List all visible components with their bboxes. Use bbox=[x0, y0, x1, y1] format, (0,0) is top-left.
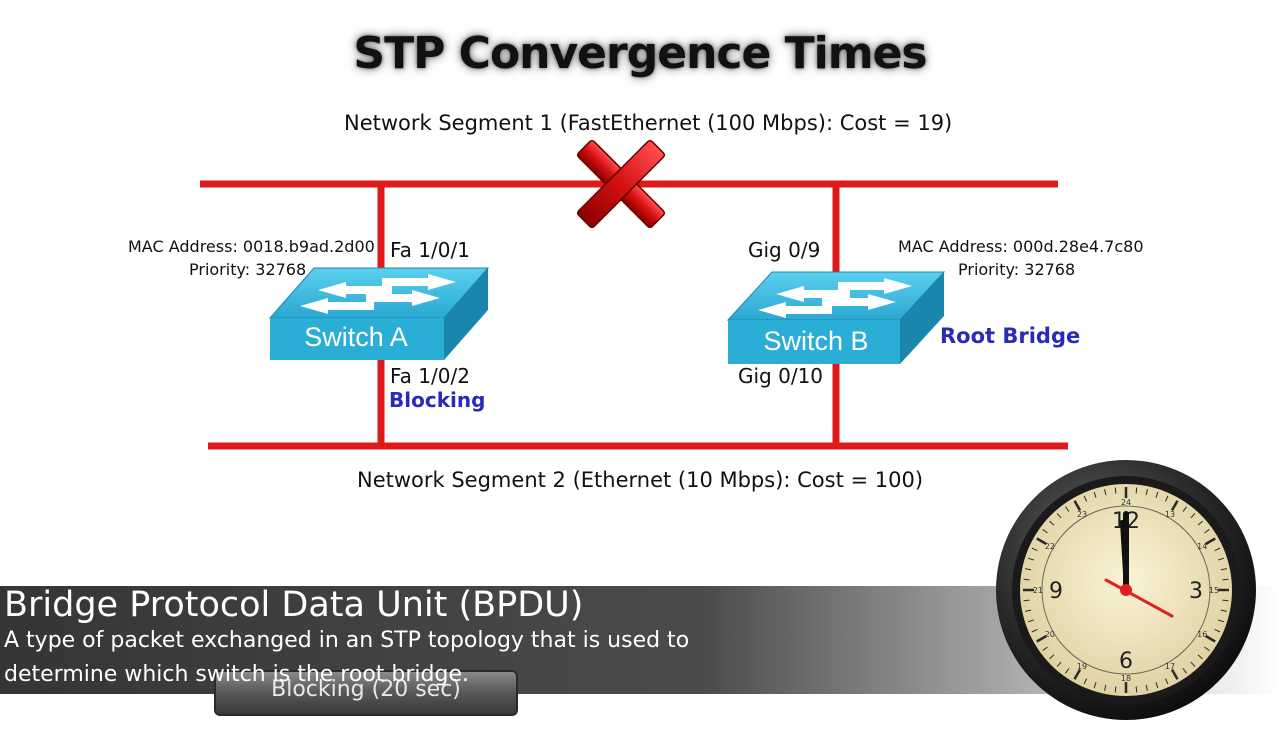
clock-tick bbox=[1036, 537, 1047, 546]
clock-tick bbox=[1042, 646, 1048, 651]
clock-tick bbox=[1220, 609, 1227, 612]
clock-tick bbox=[1114, 487, 1117, 494]
clock-tick bbox=[1114, 686, 1117, 693]
switch-b-name: Switch B bbox=[763, 326, 868, 356]
clock-outer-numeral: 16 bbox=[1197, 630, 1207, 639]
clock-outer-numeral: 20 bbox=[1045, 630, 1055, 639]
caption-title: Bridge Protocol Data Unit (BPDU) bbox=[4, 585, 584, 625]
clock-tick bbox=[1065, 668, 1070, 674]
clock-tick bbox=[1042, 529, 1048, 534]
clock-outer-numeral: 24 bbox=[1121, 498, 1131, 507]
clock-tick bbox=[1073, 669, 1082, 680]
clock-tick bbox=[1083, 678, 1088, 685]
clock-outer-numeral: 14 bbox=[1197, 542, 1207, 551]
clock-tick bbox=[1056, 513, 1062, 519]
blocked-x-icon bbox=[576, 139, 666, 229]
clock-tick bbox=[1222, 599, 1229, 602]
clock-outer-numeral: 17 bbox=[1165, 662, 1175, 671]
clock-tick bbox=[1135, 686, 1138, 693]
switch-a-priority: Priority: 32768 bbox=[189, 260, 307, 279]
clock-tick bbox=[1027, 557, 1034, 561]
segment-2-label: Network Segment 2 (Ethernet (10 Mbps): C… bbox=[357, 468, 924, 492]
clock-outer-numeral: 19 bbox=[1077, 662, 1087, 671]
clock-tick bbox=[1164, 678, 1169, 685]
blocking-timer-label: Blocking (20 sec) bbox=[271, 677, 461, 702]
switch-b-port-top: Gig 0/9 bbox=[748, 238, 821, 262]
clock-tick bbox=[1025, 568, 1032, 571]
clock-numeral: 9 bbox=[1049, 579, 1063, 604]
switch-a-mac: MAC Address: 0018.b9ad.2d00 bbox=[128, 237, 375, 256]
clock-tick bbox=[1145, 684, 1148, 691]
clock-tick bbox=[1031, 628, 1038, 633]
clock-tick bbox=[1145, 489, 1148, 496]
clock-tick bbox=[1023, 578, 1030, 581]
clock-tick bbox=[1204, 529, 1210, 534]
clock-tick bbox=[1222, 578, 1229, 581]
page-title: STP Convergence Times bbox=[353, 28, 927, 79]
clock-tick bbox=[1023, 599, 1030, 602]
clock-numeral: 6 bbox=[1119, 649, 1133, 674]
clock-tick bbox=[1204, 646, 1210, 651]
clock-tick bbox=[1135, 487, 1138, 494]
clock-tick bbox=[1056, 661, 1062, 667]
clock-tick bbox=[1218, 619, 1225, 623]
clock-outer-numeral: 18 bbox=[1121, 674, 1131, 683]
clock-tick bbox=[1205, 537, 1216, 546]
switch-a-name: Switch A bbox=[304, 322, 408, 352]
clock-tick bbox=[1093, 682, 1097, 689]
clock-outer-numeral: 15 bbox=[1209, 586, 1219, 595]
clock-tick bbox=[1220, 568, 1227, 571]
clock-minute-hand bbox=[1120, 520, 1128, 592]
clock-tick bbox=[1214, 547, 1221, 552]
caption-text: A type of packet exchanged in an STP top… bbox=[4, 628, 690, 687]
switch-b-role: Root Bridge bbox=[940, 324, 1081, 348]
switch-a-port-bottom: Fa 1/0/2 bbox=[390, 364, 470, 388]
clock-tick bbox=[1190, 513, 1196, 519]
clock-tick bbox=[1197, 520, 1203, 526]
switch-b-priority: Priority: 32768 bbox=[958, 260, 1076, 279]
clock-tick bbox=[1065, 506, 1070, 512]
clock-tick bbox=[1036, 634, 1047, 643]
clock-tick bbox=[1049, 520, 1055, 526]
clock-tick bbox=[1214, 628, 1221, 633]
switch-a-port-top: Fa 1/0/1 bbox=[390, 238, 470, 262]
clock-tick bbox=[1155, 682, 1159, 689]
clock-tick bbox=[1164, 495, 1169, 502]
clock-outer-numeral: 23 bbox=[1077, 510, 1087, 519]
clock-tick bbox=[1093, 491, 1097, 498]
clock-tick bbox=[1049, 654, 1055, 660]
clock-tick bbox=[1182, 668, 1187, 674]
clock-tick bbox=[1027, 619, 1034, 623]
clock-tick bbox=[1218, 557, 1225, 561]
switch-a-icon bbox=[268, 267, 490, 360]
switch-b-icon bbox=[726, 271, 946, 364]
clock-tick bbox=[1104, 489, 1107, 496]
clock-numeral: 3 bbox=[1189, 579, 1203, 604]
clock-tick bbox=[1073, 500, 1082, 511]
clock-tick bbox=[1104, 684, 1107, 691]
clock-tick bbox=[1083, 495, 1088, 502]
switch-b-port-bottom: Gig 0/10 bbox=[738, 364, 824, 388]
clock-tick bbox=[1197, 654, 1203, 660]
clock-tick bbox=[1031, 547, 1038, 552]
clock-tick bbox=[1205, 634, 1216, 643]
clock-outer-numeral: 13 bbox=[1165, 510, 1175, 519]
blocking-timer-button[interactable]: Blocking (20 sec) bbox=[214, 670, 518, 716]
clock-second-hand bbox=[1104, 578, 1174, 618]
clock-tick bbox=[1170, 500, 1179, 511]
clock-tick bbox=[1155, 491, 1159, 498]
clock-tick bbox=[1190, 661, 1196, 667]
switch-a-port-state: Blocking bbox=[389, 388, 486, 412]
clock-outer-numeral: 22 bbox=[1045, 542, 1055, 551]
clock-tick bbox=[1170, 669, 1179, 680]
clock-tick bbox=[1025, 609, 1032, 612]
clock-tick bbox=[1182, 506, 1187, 512]
clock-outer-numeral: 21 bbox=[1033, 586, 1043, 595]
switch-b-mac: MAC Address: 000d.28e4.7c80 bbox=[898, 237, 1144, 256]
segment-1-label: Network Segment 1 (FastEthernet (100 Mbp… bbox=[344, 111, 953, 135]
